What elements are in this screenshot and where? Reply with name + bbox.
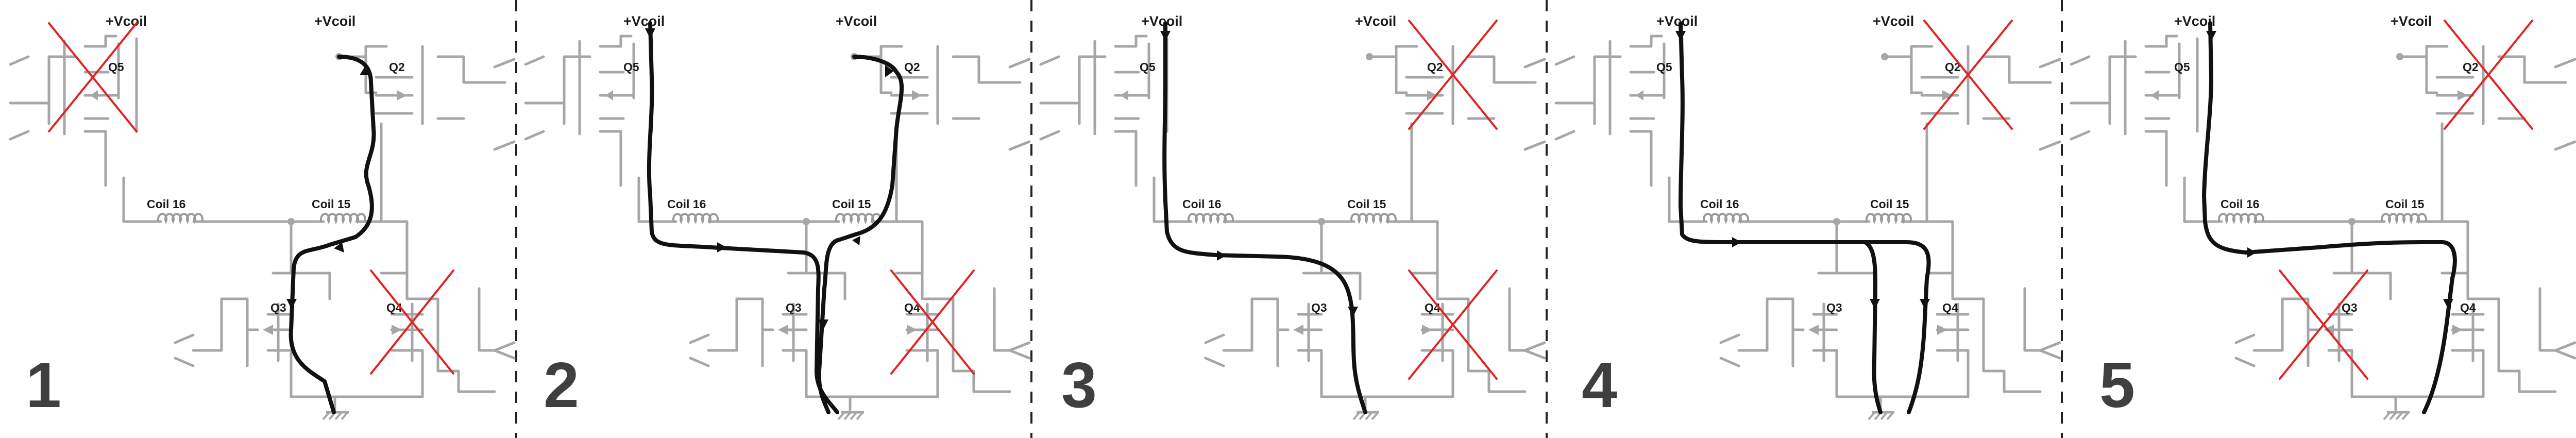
vcoil-label: +Vcoil [836, 13, 877, 29]
vcoil-label: +Vcoil [1873, 13, 1914, 29]
current-path [647, 21, 839, 414]
coil-16-label: Coil 16 [147, 197, 185, 211]
vcoil-label: +Vcoil [1656, 13, 1698, 29]
coil-16-label: Coil 16 [1700, 197, 1739, 211]
coil-16-label: Coil 16 [667, 197, 706, 211]
panel-5: +Vcoil +Vcoil Q5 Q2 Coil 16 Coil 15 Q3 Q… [2071, 13, 2575, 421]
disabled-cross [1408, 20, 1498, 130]
panel-4: +Vcoil +Vcoil Q5 Q2 Coil 16 Coil 15 Q3 Q… [1556, 13, 2060, 421]
step-number: 5 [2099, 350, 2135, 421]
q3-label: Q3 [1826, 301, 1842, 314]
disabled-cross [370, 269, 454, 375]
current-path [2202, 21, 2457, 414]
coil-15-label: Coil 15 [832, 197, 871, 211]
q3-label: Q3 [786, 301, 802, 314]
q3-label: Q3 [2342, 301, 2358, 314]
disabled-cross [890, 269, 975, 375]
coil-16-label: Coil 16 [1182, 197, 1221, 211]
q3-label: Q3 [1311, 301, 1327, 314]
vcoil-label: +Vcoil [314, 13, 355, 29]
vcoil-label: +Vcoil [106, 13, 147, 29]
coil-15-label: Coil 15 [312, 197, 351, 211]
q3-label: Q3 [270, 301, 286, 314]
panel-3: +Vcoil +Vcoil Q5 Q2 Coil 16 Coil 15 Q3 Q… [1041, 13, 1545, 421]
vcoil-label: +Vcoil [1355, 13, 1396, 29]
q5-label: Q5 [1140, 60, 1156, 74]
disabled-cross [2279, 269, 2368, 380]
step-number: 4 [1582, 350, 1617, 421]
q2-label: Q2 [2463, 60, 2479, 74]
panel-2: +Vcoil +Vcoil Q5 Q2 Coil 16 Coil 15 Q3 Q… [526, 13, 1029, 421]
disabled-cross [1923, 20, 2013, 130]
disabled-cross [2444, 20, 2533, 130]
vcoil-label: +Vcoil [1141, 13, 1182, 29]
q2-label: Q2 [904, 60, 920, 74]
panel-1: +Vcoil +Vcoil Q5 Q2 Coil 16 Coil 15 Q3 Q… [10, 13, 514, 421]
coil-15-label: Coil 15 [1347, 197, 1386, 211]
disabled-cross [1408, 269, 1498, 380]
current-path [817, 55, 904, 414]
step-number: 2 [544, 350, 579, 421]
q5-label: Q5 [1656, 60, 1672, 74]
disabled-cross [48, 22, 138, 132]
coil-15-label: Coil 15 [1870, 197, 1909, 211]
current-path [1863, 240, 1883, 414]
q5-label: Q5 [2174, 60, 2190, 74]
vcoil-label: +Vcoil [2391, 13, 2432, 29]
current-path [289, 55, 376, 414]
q2-label: Q2 [1427, 60, 1443, 74]
current-path [1162, 21, 1367, 414]
q5-label: Q5 [108, 60, 124, 74]
q2-label: Q2 [389, 60, 405, 74]
q5-label: Q5 [623, 60, 639, 74]
step-number: 1 [26, 350, 61, 421]
current-path [1679, 21, 1931, 414]
coil-16-label: Coil 16 [2221, 197, 2259, 211]
coil-15-label: Coil 15 [2385, 197, 2425, 211]
vcoil-label: +Vcoil [623, 13, 665, 29]
q4-label: Q4 [2460, 301, 2476, 314]
step-number: 3 [1061, 350, 1097, 421]
q4-label: Q4 [1942, 301, 1958, 314]
